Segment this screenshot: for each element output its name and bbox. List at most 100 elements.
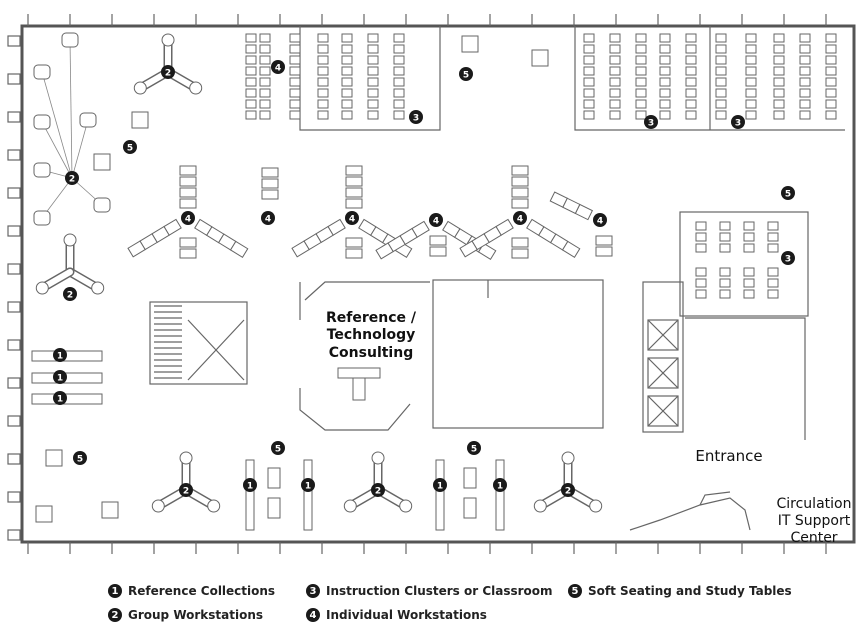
number-badge-icon xyxy=(345,211,359,225)
legend-label: Instruction Clusters or Classroom xyxy=(326,584,553,598)
desk xyxy=(695,232,707,242)
workstation xyxy=(511,176,529,187)
desk xyxy=(367,77,379,87)
desk xyxy=(773,55,785,65)
number-badge-icon: 5 xyxy=(127,144,133,154)
desk xyxy=(341,99,353,109)
desk xyxy=(719,267,731,277)
workstation xyxy=(261,189,279,200)
number-badge-icon: 4 xyxy=(275,64,281,74)
number-badge-icon: 1 xyxy=(247,482,253,492)
number-badge-icon: 2 xyxy=(183,487,189,497)
desk xyxy=(799,44,811,54)
number-badge-icon xyxy=(243,478,257,492)
number-badge-icon: 2 xyxy=(67,291,73,301)
desk xyxy=(659,110,671,120)
number-badge-icon: 1 xyxy=(305,482,311,492)
outer-wall xyxy=(20,24,856,544)
desk xyxy=(743,267,755,277)
desk xyxy=(317,66,329,76)
workstation xyxy=(179,198,197,209)
circulation-desk xyxy=(699,491,731,506)
workstation xyxy=(429,246,447,257)
window-tick xyxy=(7,73,21,85)
soft-seat xyxy=(45,449,63,467)
desk xyxy=(289,33,301,43)
workstation xyxy=(595,235,613,246)
window-tick xyxy=(7,149,21,161)
desk xyxy=(719,232,731,242)
chair xyxy=(33,64,51,80)
classroom-wall xyxy=(679,211,809,317)
number-badge-icon xyxy=(433,478,447,492)
desk xyxy=(259,77,271,87)
window-tick xyxy=(7,491,21,503)
desk xyxy=(317,110,329,120)
window-tick xyxy=(7,453,21,465)
window-tick xyxy=(7,377,21,389)
desk xyxy=(825,44,837,54)
desk xyxy=(317,55,329,65)
desk xyxy=(393,88,405,98)
number-badge-icon xyxy=(271,60,285,74)
desk xyxy=(583,77,595,87)
desk xyxy=(719,221,731,231)
desk xyxy=(317,77,329,87)
chair xyxy=(151,499,165,513)
window-tick xyxy=(7,225,21,237)
number-badge-icon xyxy=(73,451,87,465)
desk xyxy=(289,110,301,120)
desk xyxy=(609,77,621,87)
desk xyxy=(341,33,353,43)
number-badge-icon xyxy=(123,140,137,154)
desk xyxy=(609,110,621,120)
chair xyxy=(133,81,147,95)
legend-label: Reference Collections xyxy=(128,584,276,598)
desk xyxy=(799,66,811,76)
desk xyxy=(767,289,779,299)
desk xyxy=(825,55,837,65)
window-tick xyxy=(7,301,21,313)
number-badge-icon: 1 xyxy=(437,482,443,492)
chair xyxy=(399,499,413,513)
number-badge-icon: 3 xyxy=(735,119,741,129)
number-badge-icon xyxy=(53,370,67,384)
desk xyxy=(745,44,757,54)
desk xyxy=(367,55,379,65)
soft-seat xyxy=(131,111,149,129)
study-table xyxy=(267,497,281,519)
shelf xyxy=(31,393,103,405)
number-badge-icon: 2 xyxy=(375,487,381,497)
desk xyxy=(799,110,811,120)
desk xyxy=(367,99,379,109)
chair xyxy=(179,451,193,465)
desk xyxy=(773,88,785,98)
study-table xyxy=(463,497,477,519)
legend: 1 Reference Collections 2 Group Workstat… xyxy=(0,572,856,626)
desk xyxy=(745,77,757,87)
desk xyxy=(685,44,697,54)
desk xyxy=(317,44,329,54)
number-badge-icon xyxy=(513,211,527,225)
entrance-label: Entrance xyxy=(695,447,762,465)
desk xyxy=(259,66,271,76)
desk xyxy=(719,243,731,253)
desk xyxy=(715,99,727,109)
shelf xyxy=(435,459,445,531)
desk xyxy=(745,55,757,65)
desk xyxy=(745,110,757,120)
number-badge-icon xyxy=(781,251,795,265)
stack-room xyxy=(432,279,604,429)
chair xyxy=(371,451,385,465)
workstation xyxy=(179,237,197,248)
desk xyxy=(367,66,379,76)
chair xyxy=(61,32,79,48)
badge-3-icon: 3 xyxy=(306,584,320,598)
chair xyxy=(33,210,51,226)
desk xyxy=(719,278,731,288)
window-tick xyxy=(7,35,21,47)
desk xyxy=(715,44,727,54)
number-badge-icon xyxy=(65,171,79,185)
number-badge-icon: 2 xyxy=(565,487,571,497)
workstation xyxy=(459,240,478,258)
